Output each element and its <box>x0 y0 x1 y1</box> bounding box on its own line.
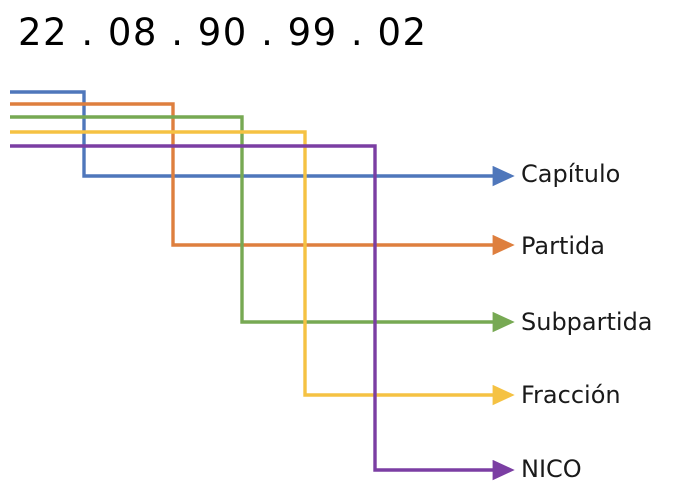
connector-line-nico <box>10 144 515 481</box>
label-partida: Partida <box>521 232 605 260</box>
label-nico: NICO <box>521 455 582 483</box>
label-subpartida: Subpartida <box>521 308 653 336</box>
page-title: 22 . 08 . 90 . 99 . 02 <box>18 11 428 54</box>
connector-line-capitulo <box>10 90 515 187</box>
label-capitulo: Capítulo <box>521 160 621 188</box>
connector-line-subpartida <box>10 115 515 333</box>
connector-line-partida <box>10 102 515 256</box>
connector-line-fraccion <box>10 130 515 406</box>
label-fraccion: Fracción <box>521 381 621 409</box>
